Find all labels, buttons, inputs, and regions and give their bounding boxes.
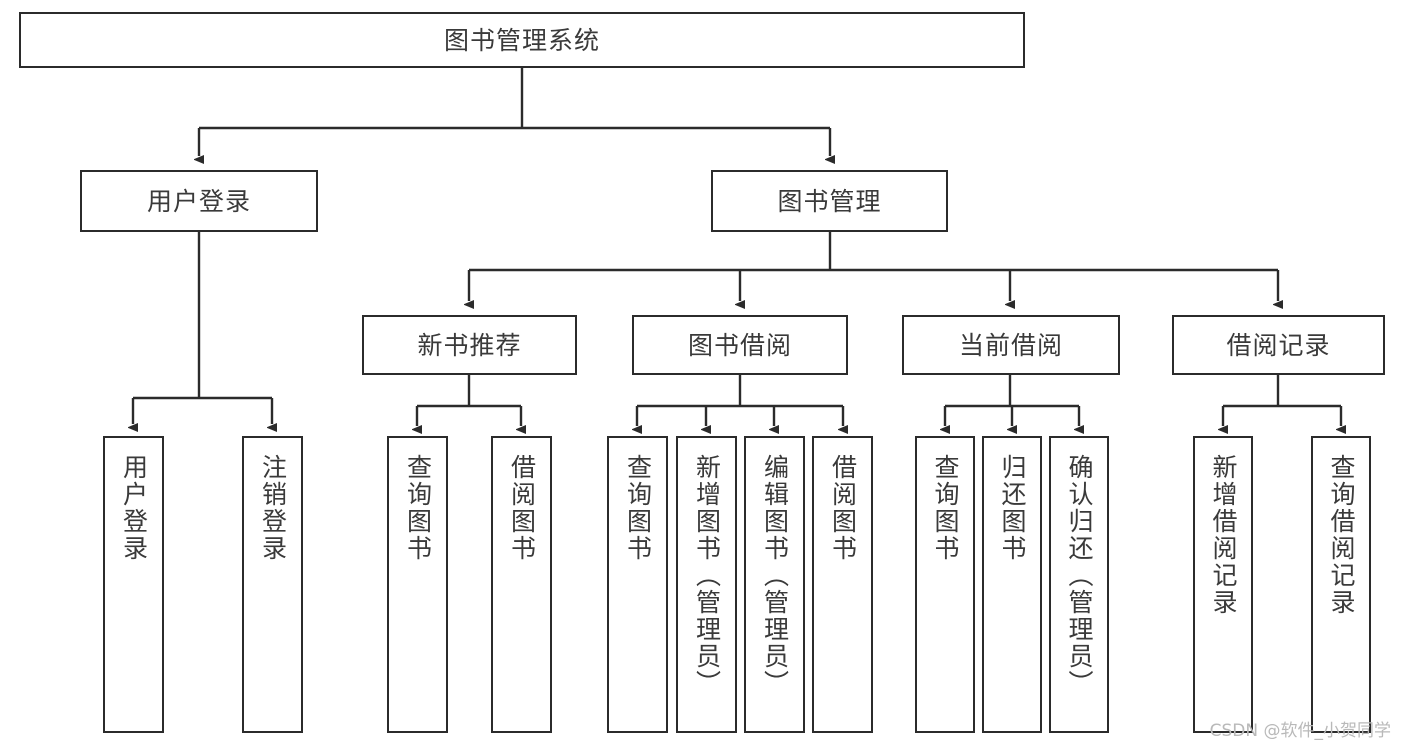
node-label: 查询图书 [403, 454, 433, 562]
leaf-book-borrow-query[interactable]: 查询图书 [607, 436, 668, 733]
node-new-book-recommend[interactable]: 新书推荐 [362, 315, 577, 375]
leaf-new-book-borrow[interactable]: 借阅图书 [491, 436, 552, 733]
node-user-login[interactable]: 用户登录 [80, 170, 318, 232]
leaf-book-borrow-borrow[interactable]: 借阅图书 [812, 436, 873, 733]
leaf-new-book-query[interactable]: 查询图书 [387, 436, 448, 733]
node-label: 查询图书 [623, 454, 653, 562]
node-label: 借阅记录 [1226, 330, 1331, 360]
node-label: 新增借阅记录 [1209, 454, 1238, 616]
node-label: 当前借阅 [958, 330, 1063, 360]
node-label: 用户登录 [119, 454, 149, 562]
node-book-borrow[interactable]: 图书借阅 [632, 315, 848, 375]
node-book-management[interactable]: 图书管理 [711, 170, 948, 232]
leaf-current-borrow-confirm-return[interactable]: 确认归还（管理员） [1049, 436, 1109, 733]
node-current-borrow[interactable]: 当前借阅 [902, 315, 1120, 375]
node-label: 图书借阅 [687, 330, 792, 360]
leaf-user-login-login[interactable]: 用户登录 [103, 436, 164, 733]
node-label: 查询图书 [931, 454, 960, 562]
node-label: 查询借阅记录 [1327, 454, 1356, 616]
node-label: 图书管理系统 [443, 25, 600, 55]
node-borrow-record[interactable]: 借阅记录 [1172, 315, 1385, 375]
node-label: 借阅图书 [507, 454, 537, 562]
leaf-book-borrow-edit[interactable]: 编辑图书（管理员） [744, 436, 805, 733]
leaf-user-login-logout[interactable]: 注销登录 [242, 436, 303, 733]
node-label: 新书推荐 [417, 330, 522, 360]
node-root-system[interactable]: 图书管理系统 [19, 12, 1025, 68]
node-label: 用户登录 [146, 186, 251, 216]
leaf-borrow-record-query[interactable]: 查询借阅记录 [1311, 436, 1371, 733]
leaf-borrow-record-add[interactable]: 新增借阅记录 [1193, 436, 1253, 733]
node-label: 确认归还（管理员） [1065, 454, 1094, 697]
node-label: 归还图书 [998, 454, 1027, 562]
node-label: 图书管理 [777, 186, 882, 216]
node-label: 借阅图书 [828, 454, 858, 562]
leaf-current-borrow-query[interactable]: 查询图书 [915, 436, 975, 733]
csdn-watermark: CSDN @软件_小贺同学 [1209, 721, 1391, 741]
leaf-book-borrow-add[interactable]: 新增图书（管理员） [676, 436, 737, 733]
node-label: 编辑图书（管理员） [760, 454, 790, 697]
leaf-current-borrow-return[interactable]: 归还图书 [982, 436, 1042, 733]
node-label: 注销登录 [258, 454, 288, 562]
node-label: 新增图书（管理员） [692, 454, 722, 697]
